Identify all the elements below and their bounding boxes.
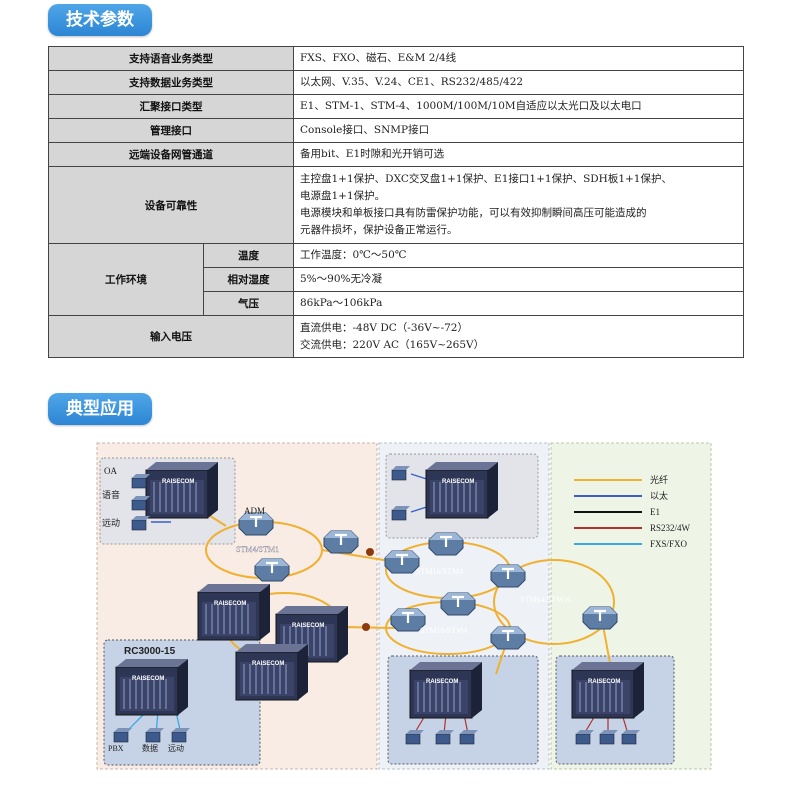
label-rc3000: RC3000-15 — [124, 646, 176, 657]
switch-icon — [427, 531, 465, 557]
rack-bottom-right — [571, 661, 645, 719]
label-ring2: STM16/STM4 — [416, 567, 463, 576]
row-label: 远端设备网管通道 — [48, 142, 294, 167]
legend-label: E1 — [650, 507, 660, 517]
label-ring3: STM16/STM4 — [420, 626, 467, 635]
row-label: 气压 — [203, 291, 294, 316]
legend-label: RS232/4W — [650, 523, 691, 533]
env-label: 工作环境 — [48, 243, 204, 316]
row-value: 直流供电：-48V DC（-36V~-72） 交流供电：220V AC（165V… — [293, 315, 744, 358]
label-video: 远动 — [102, 518, 120, 528]
legend-label: 以太 — [650, 490, 668, 501]
brand-label: RAISECOM — [162, 479, 194, 485]
row-label: 温度 — [203, 243, 294, 268]
row-label: 设备可靠性 — [48, 166, 294, 244]
brand-label: RAISECOM — [252, 661, 284, 667]
table-row: 支持语音业务类型 FXS、FXO、磁石、E&M 2/4线 — [48, 46, 744, 71]
switch-icon — [237, 511, 275, 537]
legend-label: 光纤 — [650, 474, 668, 485]
table-row: 远端设备网管通道 备用bit、E1时隙和光开销可选 — [48, 142, 744, 167]
switch-icon — [253, 557, 291, 583]
table-row: 支持数据业务类型 以太网、V.35、V.24、CE1、RS232/485/422 — [48, 70, 744, 95]
rack-top-middle — [425, 461, 499, 519]
specs-table: 支持语音业务类型 FXS、FXO、磁石、E&M 2/4线 支持数据业务类型 以太… — [48, 46, 744, 358]
switch-icon — [383, 549, 421, 575]
legend-label: FXS/FXO — [650, 539, 688, 549]
brand-label: RAISECOM — [588, 679, 620, 685]
row-value: E1、STM-1、STM-4、1000M/100M/10M自适应以太光口及以太电… — [293, 94, 744, 119]
rel-line: 电源模块和单板接口具有防雷保护功能，可以有效抑制瞬间高压可能造成的 — [300, 207, 647, 219]
row-label: 输入电压 — [48, 315, 294, 358]
switch-icon — [322, 529, 360, 555]
switch-icon — [489, 563, 527, 589]
row-value: 5%～90%无冷凝 — [293, 267, 744, 292]
row-value: 以太网、V.35、V.24、CE1、RS232/485/422 — [293, 70, 744, 95]
label-pbx: PBX — [108, 744, 124, 753]
rack-center-3 — [235, 643, 309, 701]
row-value: 主控盘1+1保护、DXC交叉盘1+1保护、E1接口1+1保护、SDH板1+1保护… — [293, 166, 744, 244]
rack-center-1 — [197, 583, 271, 641]
junction-icon — [366, 548, 374, 556]
rack-rc3000 — [115, 658, 189, 716]
rack-bottom-middle — [409, 661, 483, 719]
table-row: 气压 86kPa～106kPa — [49, 291, 744, 316]
table-row: 输入电压 直流供电：-48V DC（-36V~-72） 交流供电：220V AC… — [48, 315, 744, 358]
rack-oa — [145, 461, 219, 519]
brand-label: RAISECOM — [442, 479, 474, 485]
row-label: 支持语音业务类型 — [48, 46, 294, 71]
section-tab-specs: 技术参数 — [48, 4, 152, 36]
label-voice: 语音 — [102, 489, 120, 500]
brand-label: RAISECOM — [426, 679, 458, 685]
switch-icon — [581, 605, 619, 631]
power-line: 交流供电：220V AC（165V~265V） — [300, 338, 485, 351]
brand-label: RAISECOM — [132, 676, 164, 682]
rs232-links — [413, 713, 629, 735]
section-tab-application: 典型应用 — [48, 393, 152, 425]
brand-label: RAISECOM — [292, 623, 324, 629]
rel-line: 元器件损坏，保护设备正常运行。 — [300, 224, 458, 236]
row-label: 汇聚接口类型 — [48, 94, 294, 119]
table-row: 设备可靠性 主控盘1+1保护、DXC交叉盘1+1保护、E1接口1+1保护、SDH… — [48, 166, 744, 244]
table-row: 工作环境 温度 工作温度：0℃～50℃ — [48, 243, 744, 316]
row-value: 工作温度：0℃～50℃ — [293, 243, 744, 268]
label-ring1: STM4/STM1 — [236, 545, 279, 554]
legend: 光纤 以太 E1 RS232/4W FXS/FXO — [574, 474, 691, 549]
brand-label: RAISECOM — [214, 601, 246, 607]
label-oa: OA — [104, 466, 117, 476]
row-label: 支持数据业务类型 — [48, 70, 294, 95]
row-value: FXS、FXO、磁石、E&M 2/4线 — [293, 46, 744, 71]
label-adm: ADM — [244, 506, 265, 516]
power-line: 直流供电：-48V DC（-36V~-72） — [300, 321, 468, 334]
rel-line: 电源盘1+1保护。 — [300, 190, 386, 202]
label-rc-video: 远动 — [168, 743, 184, 753]
ring-stm64-stm16 — [493, 559, 615, 645]
row-label: 相对湿度 — [203, 267, 294, 292]
row-value: Console接口、SNMP接口 — [293, 118, 744, 143]
switch-icon — [489, 625, 527, 651]
table-row: 管理接口 Console接口、SNMP接口 — [48, 118, 744, 143]
row-value: 86kPa～106kPa — [293, 291, 744, 316]
row-value: 备用bit、E1时隙和光开销可选 — [293, 142, 744, 167]
network-diagram: RAISECOM RAISECOM RAISECOM RAISECOM RAIS… — [96, 442, 712, 770]
label-ring4: STM64/STM16 — [520, 595, 571, 604]
rel-line: 主控盘1+1保护、DXC交叉盘1+1保护、E1接口1+1保护、SDH板1+1保护… — [300, 173, 672, 185]
label-data: 数据 — [142, 743, 158, 753]
table-row: 汇聚接口类型 E1、STM-1、STM-4、1000M/100M/10M自适应以… — [48, 94, 744, 119]
switch-icon — [439, 591, 477, 617]
row-label: 管理接口 — [48, 118, 294, 143]
junction-icon — [362, 623, 370, 631]
